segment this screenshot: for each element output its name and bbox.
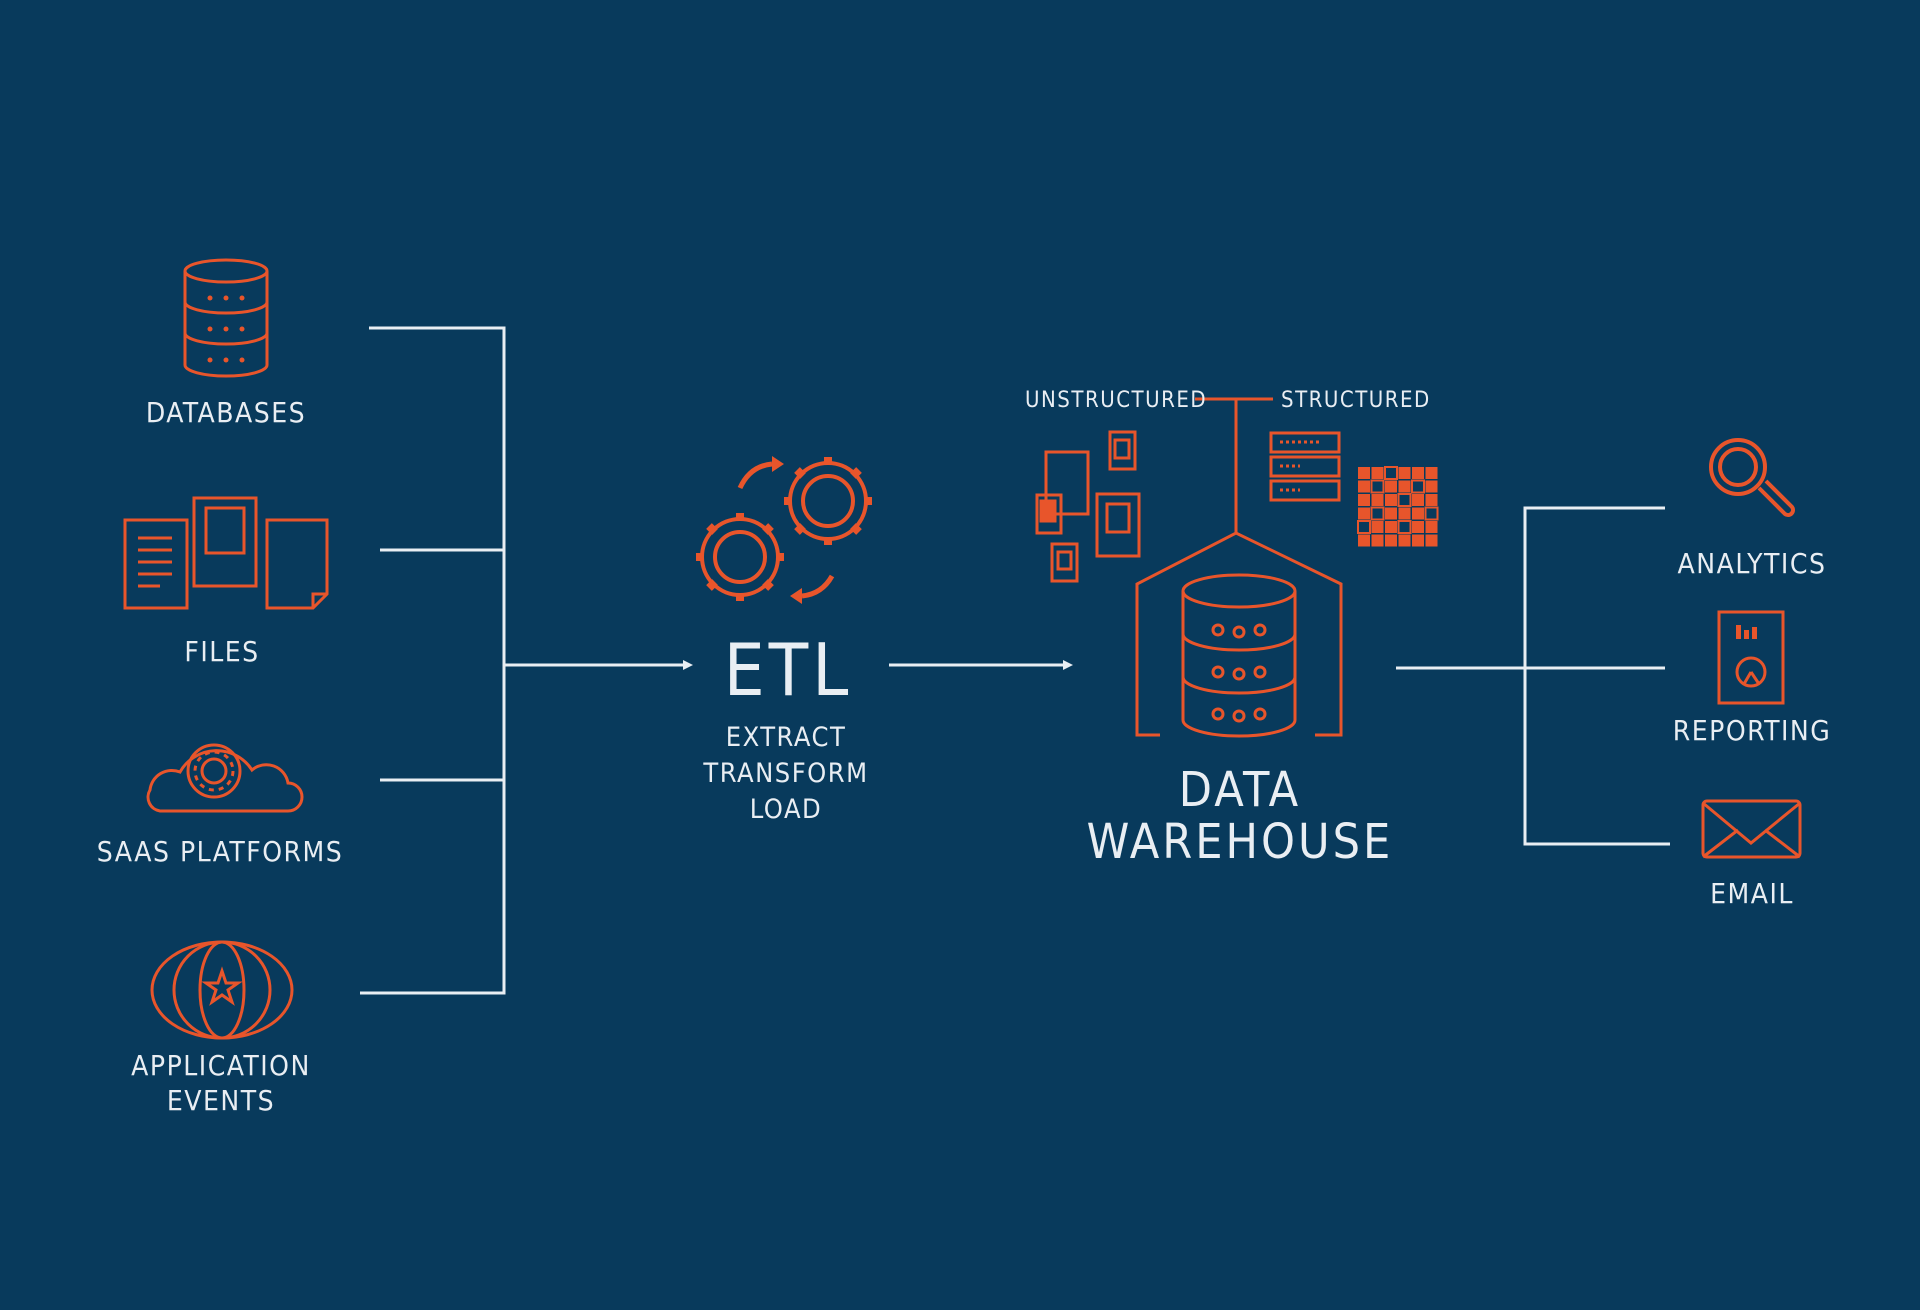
grid-cell [1358,534,1370,547]
grid-cell [1412,494,1424,506]
grid-cell [1384,466,1398,480]
envelope-icon [1701,799,1802,859]
grid-cell [1385,480,1397,493]
database-icon [183,258,269,378]
etl-title: ETL [723,628,853,712]
grid-cell [1358,507,1370,520]
grid-cell [1425,480,1438,493]
saas-platforms-label: SAAS PLATFORMS [96,835,344,868]
databases-label: DATABASES [145,396,307,429]
grid-cell [1370,506,1385,521]
email-label: EMAIL [1710,877,1794,910]
grid-cell [1371,467,1384,479]
data-warehouse-line2: WAREHOUSE [1086,814,1394,870]
server-racks-icon [1269,431,1341,502]
files-label: FILES [184,635,260,668]
grid-cell [1397,520,1412,534]
grid-cell [1411,479,1425,494]
grid-cell [1371,534,1384,547]
grid-cell [1412,534,1424,547]
grid-cell [1371,521,1384,533]
etl-transform: TRANSFORM [703,758,869,789]
grid-cell [1398,480,1411,493]
etl-extract: EXTRACT [725,722,847,753]
unstructured-label: UNSTRUCTURED [1025,388,1208,413]
grid-cell [1398,467,1411,479]
output-connectors [1396,506,1670,846]
grid-cell [1385,521,1397,533]
application-events-label: APPLICATION EVENTS [131,1048,311,1118]
application-events-line1: APPLICATION [131,1049,311,1082]
grid-cell [1425,521,1438,533]
warehouse-database-icon [1135,531,1343,738]
grid-cell [1358,467,1370,479]
grid-cell [1385,494,1397,506]
grid-cell [1358,494,1370,506]
grid-cell [1425,494,1438,506]
gears-icon [696,456,872,604]
grid-cell [1385,507,1397,520]
documents-icon [1035,430,1141,583]
files-icon [123,496,329,610]
grid-cell [1398,534,1411,547]
application-events-line2: EVENTS [166,1084,276,1117]
grid-cell [1425,534,1438,547]
grid-cell [1412,521,1424,533]
data-warehouse-title: DATA WAREHOUSE [1087,764,1394,868]
source-connectors [360,326,506,995]
grid-cell [1398,507,1411,520]
etl-subtitle: EXTRACT TRANSFORM LOAD [703,720,868,828]
grid-cell [1357,520,1371,534]
grid-cell [1385,534,1397,547]
grid-cell [1371,494,1384,506]
grid-cell [1412,507,1424,520]
magnifier-icon [1709,438,1795,517]
grid-cell [1370,479,1385,494]
cloud-gear-icon [146,743,304,813]
globe-star-icon [150,940,294,1040]
grid-icon [1357,466,1439,547]
structured-label: STRUCTURED [1281,388,1431,413]
report-icon [1717,610,1785,705]
grid-cell [1425,467,1438,479]
etl-load: LOAD [749,794,823,825]
grid-cell [1397,493,1412,507]
grid-cell [1358,480,1370,493]
reporting-label: REPORTING [1672,714,1832,747]
grid-cell [1412,467,1424,479]
analytics-label: ANALYTICS [1677,547,1827,580]
data-warehouse-line1: DATA [1178,762,1302,818]
structure-tee [1195,397,1273,533]
grid-cell [1424,506,1439,521]
